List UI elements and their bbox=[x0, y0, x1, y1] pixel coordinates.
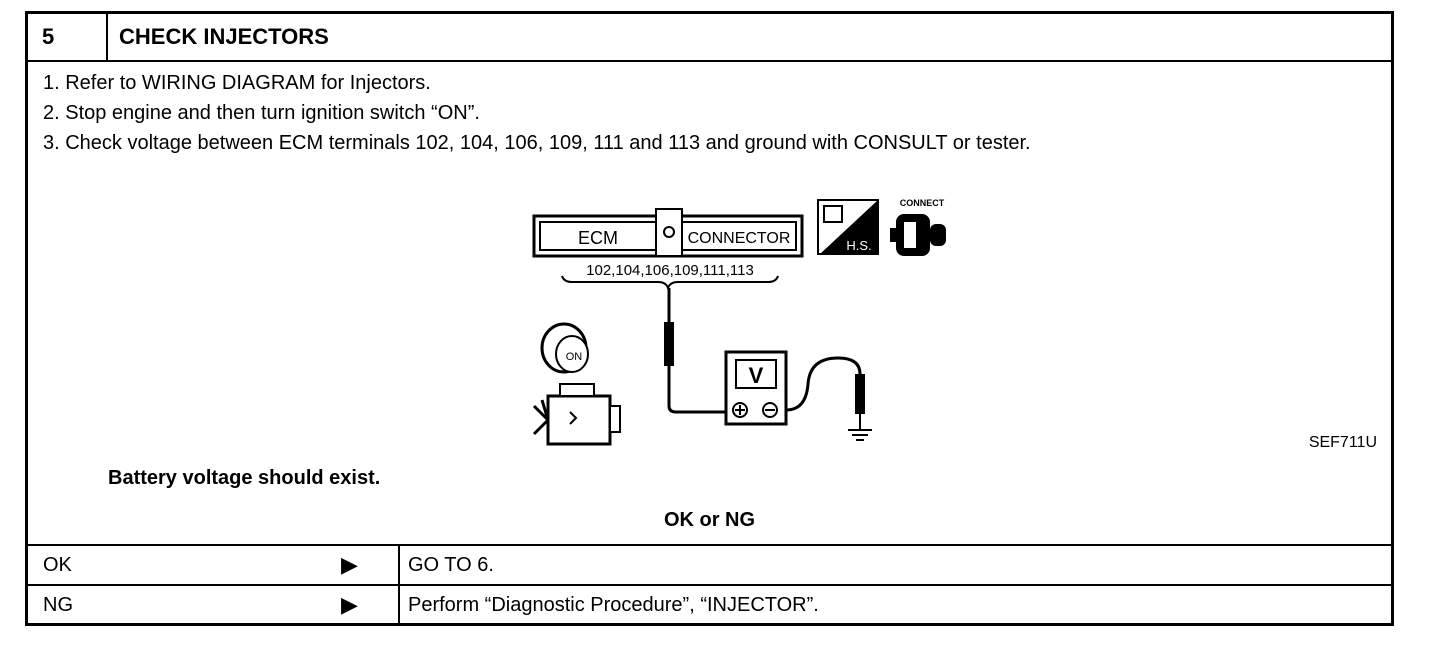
connector-label: CONNECTOR bbox=[688, 230, 791, 247]
column-divider bbox=[398, 586, 400, 624]
ecm-connector: ECM CONNECTOR bbox=[532, 208, 804, 258]
terminal-numbers: 102,104,106,109,111,113 bbox=[586, 262, 754, 279]
result-heading: OK or NG bbox=[663, 509, 756, 531]
key-on-label: ON bbox=[566, 351, 583, 363]
instruction-item: 1. Refer to WIRING DIAGRAM for Injectors… bbox=[43, 72, 431, 94]
connect-label: CONNECT bbox=[900, 198, 945, 208]
hs-icon: H.S. bbox=[817, 199, 879, 255]
wiring-check-diagram: ECM CONNECTOR 102,104,106,109,111,113 V bbox=[532, 198, 946, 446]
ecm-label: ECM bbox=[578, 228, 618, 248]
ground-icon bbox=[848, 429, 872, 441]
instruction-list: 1. Refer to WIRING DIAGRAM for Injectors… bbox=[43, 68, 1031, 158]
step-title: CHECK INJECTORS bbox=[119, 24, 329, 49]
expected-result: Battery voltage should exist. bbox=[108, 467, 381, 489]
result-row-ng: NG ▶ Perform “Diagnostic Procedure”, “IN… bbox=[28, 584, 1391, 624]
result-label: OK bbox=[43, 554, 72, 576]
connect-icon: CONNECT bbox=[890, 198, 946, 256]
column-divider bbox=[398, 546, 400, 584]
result-row-ok: OK ▶ GO TO 6. bbox=[28, 544, 1391, 584]
figure-reference-code: SEF711U bbox=[1308, 434, 1377, 451]
voltmeter-icon: V bbox=[724, 350, 788, 426]
step-number: 5 bbox=[28, 14, 108, 60]
arrow-right-icon: ▶ bbox=[341, 552, 358, 577]
hs-label: H.S. bbox=[846, 238, 871, 253]
result-action: Perform “Diagnostic Procedure”, “INJECTO… bbox=[408, 594, 819, 616]
arrow-right-icon: ▶ bbox=[341, 592, 358, 617]
ignition-key-icon: ON bbox=[540, 322, 589, 374]
procedure-table: 5 CHECK INJECTORS 1. Refer to WIRING DIA… bbox=[25, 11, 1394, 626]
procedure-header: 5 CHECK INJECTORS bbox=[28, 14, 1391, 62]
result-action: GO TO 6. bbox=[408, 554, 494, 576]
voltmeter-label: V bbox=[749, 363, 764, 388]
result-label: NG bbox=[43, 594, 73, 616]
instruction-item: 2. Stop engine and then turn ignition sw… bbox=[43, 102, 480, 124]
engine-icon bbox=[532, 383, 621, 446]
instruction-item: 3. Check voltage between ECM terminals 1… bbox=[43, 132, 1031, 154]
